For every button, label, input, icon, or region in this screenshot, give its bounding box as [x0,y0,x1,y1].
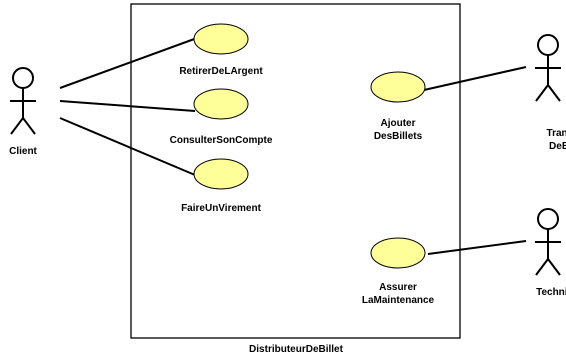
use-case-ajouter-des-billets[interactable] [370,71,426,103]
use-case-assurer-la-maintenance[interactable] [370,237,426,269]
use-case-label-ajouter: Ajouter DesBillets [373,118,423,142]
association-transporteur-ajouter [423,66,527,91]
association-client-virement [59,117,196,176]
actor-label-client: Client [9,146,37,157]
association-client-consulter [59,100,196,112]
association-technicien-maintenance [427,240,527,255]
actor-client-figure[interactable] [10,67,36,135]
actor-transporteur-figure[interactable] [535,34,561,102]
use-case-label-virement: FaireUnVirement [181,203,261,214]
use-case-label-consulter: ConsulterSonCompte [169,135,273,146]
actor-technicien-figure[interactable] [535,208,561,276]
use-case-consulter-son-compte[interactable] [193,88,249,120]
actor-label-transporteur: Transpo DeBille [546,128,566,152]
use-case-label-maintenance: Assurer LaMaintenance [361,282,435,306]
use-case-label-retirer: RetirerDeLArgent [179,66,263,77]
system-label: DistributeurDeBillet [249,344,343,355]
use-case-faire-un-virement[interactable] [193,158,249,190]
actor-label-technicien: Technici [536,287,566,298]
association-client-retirer [59,37,198,89]
use-case-retirer-de-l-argent[interactable] [193,23,249,55]
